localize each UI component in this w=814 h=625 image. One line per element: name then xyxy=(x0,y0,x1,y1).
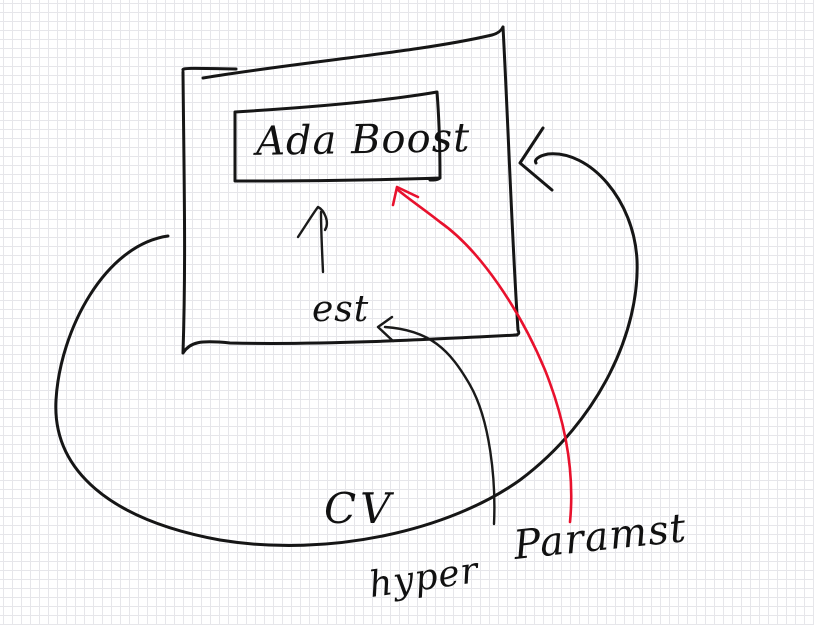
est-arrowhead-icon xyxy=(296,205,329,239)
est-to-adaboost-arrow xyxy=(319,210,325,274)
cv-loop-curve xyxy=(54,152,639,547)
params-arrowhead-icon xyxy=(391,185,420,207)
cv-loop-arrowhead-icon xyxy=(518,126,554,192)
inner-box xyxy=(233,90,442,183)
cv-label: CV xyxy=(324,484,395,533)
est-label: est xyxy=(312,289,370,330)
hyper-arrowhead-icon xyxy=(376,315,395,343)
hyper-to-est-arrow xyxy=(383,325,496,526)
adaboost-label: Ada Boost xyxy=(255,115,471,165)
params-to-adaboost-arrow xyxy=(396,188,573,524)
outer-box xyxy=(181,25,521,355)
